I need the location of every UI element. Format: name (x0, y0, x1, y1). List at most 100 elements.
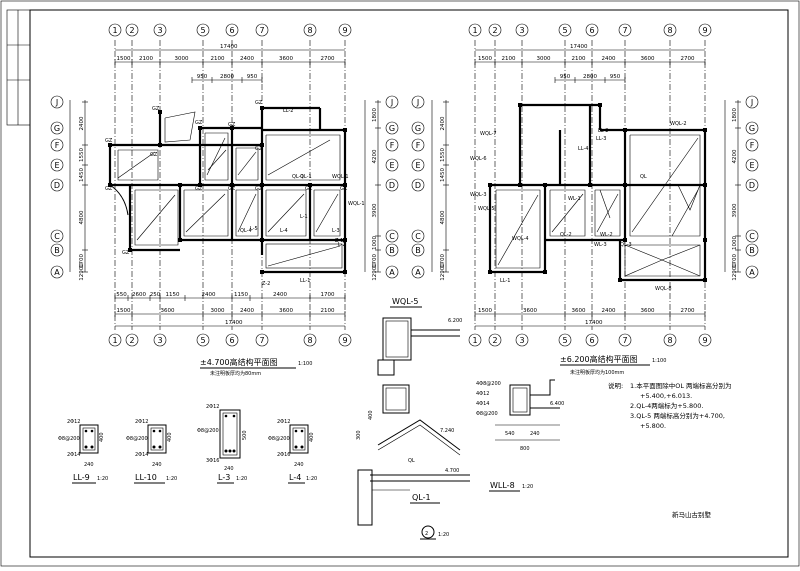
l4-scale: 1:20 (306, 476, 317, 482)
left-bottom-dim2-5: 2100 (321, 308, 335, 314)
left-overall-dim-top: 17400 (220, 44, 238, 50)
wll8-rebar-3: 4Φ14 (476, 401, 489, 407)
left-beam-label-6: L-3 (332, 228, 340, 234)
left-bottom-dim2-1: 3600 (161, 308, 175, 314)
right-axis-bottom-7: 9 (702, 336, 707, 345)
wql5-dim: 400 (368, 410, 374, 420)
wll8-dim-1: 540 (505, 431, 515, 437)
right-axis-left-1-bubble (411, 121, 425, 135)
left-bottom-dim-4: 2400 (202, 292, 216, 298)
l3-bot-rebar: 3Φ16 (206, 458, 219, 464)
right-axis-bottom-2-bubble (515, 333, 529, 347)
left-slab-marks (117, 111, 343, 269)
left-column-1 (108, 143, 112, 147)
right-column-8 (623, 183, 627, 187)
left-bottom-dim-0: 550 (116, 292, 127, 298)
right-bottom-dim-3: 2400 (602, 308, 616, 314)
right-axis-top-1-bubble (488, 23, 502, 37)
ll10-bot-rebar: 2Φ14 (135, 452, 148, 458)
left-column-13 (128, 248, 132, 252)
right-axis-left-1: G (415, 124, 421, 133)
left-top-dim-6: 2700 (321, 56, 335, 62)
left-top-dim-1: 2100 (139, 56, 153, 62)
right-axis-bottom-4: 6 (589, 336, 594, 345)
right-bottom-dim-4: 3600 (641, 308, 655, 314)
left-column-3 (108, 183, 112, 187)
wll8-rebar-2: 4Φ12 (476, 391, 489, 397)
right-axis-left-5-bubble (411, 229, 425, 243)
left-axis-top-5-bubble (255, 23, 269, 37)
left-axis-right-6-bubble (385, 243, 399, 257)
left-axis-right-1: G (389, 124, 395, 133)
inner-border (29, 9, 789, 558)
right-axis-bottom-1: 2 (492, 336, 497, 345)
left-axis-left-7-bubble (50, 265, 64, 279)
notes-line-3: 2.QL-4两端标为+5.800. (630, 401, 703, 410)
left-axis-left-6: B (54, 246, 60, 255)
l4-label: L-4 (289, 473, 301, 482)
right-column-3 (488, 183, 492, 187)
left-gz-label-13: GZ (122, 250, 130, 256)
ll10-scale: 1:20 (166, 476, 177, 482)
left-bottom-dim2-2: 3000 (211, 308, 225, 314)
right-axis-top-0-bubble (468, 23, 482, 37)
ql1-label: QL-1 (412, 493, 431, 502)
right-axis-top-5: 7 (622, 26, 627, 35)
right-column-12 (703, 238, 707, 242)
left-right-dim-5: 12900 (372, 263, 378, 281)
left-gz-label-10: GZ (228, 186, 236, 192)
right-overall-dim-top: 17400 (570, 44, 588, 50)
left-column-16 (343, 238, 347, 242)
right-column-13 (618, 278, 622, 282)
left-column-18 (343, 270, 347, 274)
left-axis-bottom-7: 9 (342, 336, 347, 345)
left-top-dim-0: 1500 (117, 56, 131, 62)
left-axis-top-7-bubble (338, 23, 352, 37)
left-axis-bottom-2: 3 (157, 336, 162, 345)
left-axis-right-6: B (389, 246, 395, 255)
left-axis-left-4-bubble (50, 178, 64, 192)
left-axis-right-4-bubble (385, 178, 399, 192)
wql5-elev3: 4.700 (445, 468, 459, 474)
detail-2-label: 2 (425, 531, 428, 537)
left-axis-top-6-bubble (303, 23, 317, 37)
right-axis-right-4: D (749, 181, 755, 190)
left-beam-label-8: L-5 (250, 226, 258, 232)
left-axis-left-7: A (54, 268, 60, 277)
right-axis-top-7-bubble (698, 23, 712, 37)
right-axis-right-5: C (749, 232, 755, 241)
right-axis-bottom-7-bubble (698, 333, 712, 347)
left-axis-right-1-bubble (385, 121, 399, 135)
left-column-19 (178, 183, 182, 187)
wll8-dim-2: 240 (530, 431, 540, 437)
right-column-6 (543, 183, 547, 187)
left-gz-label-11: GZ (305, 186, 313, 192)
left-beam-label-0: LL-1 (300, 278, 310, 284)
left-column-4 (198, 126, 202, 130)
left-column-15 (260, 238, 264, 242)
ll9-top-rebar: 2Φ12 (67, 419, 80, 425)
ll9-bot-rebar: 2Φ14 (67, 452, 80, 458)
left-beam-label-12: Z-1 (335, 238, 343, 244)
wll8-rebar-4: Φ8@200 (476, 411, 498, 417)
left-top-dim-5: 3600 (279, 56, 293, 62)
ll9-dim-w: 240 (84, 462, 94, 468)
left-plan-title: ±4.700高结构平面图 (200, 357, 278, 367)
detail-2-bubble (421, 525, 435, 539)
left-gz-label-7: GZ (255, 146, 263, 152)
left-axis-top-6: 8 (307, 26, 312, 35)
right-axis-left-3-bubble (411, 158, 425, 172)
right-axis-left-6: B (415, 246, 421, 255)
right-beam-label-11: LL-2 (598, 128, 608, 134)
right-beam-label-1: WQL-6 (470, 156, 487, 162)
left-axis-top-2: 3 (157, 26, 162, 35)
left-axis-left-1-bubble (50, 121, 64, 135)
left-column-0 (158, 110, 162, 114)
right-axis-right-2: F (750, 141, 755, 150)
wql5-label: WQL-5 (392, 297, 419, 306)
left-gz-label-9: GZ (195, 186, 203, 192)
left-axis-top-3: 5 (200, 26, 205, 35)
left-axis-top-7: 9 (342, 26, 347, 35)
